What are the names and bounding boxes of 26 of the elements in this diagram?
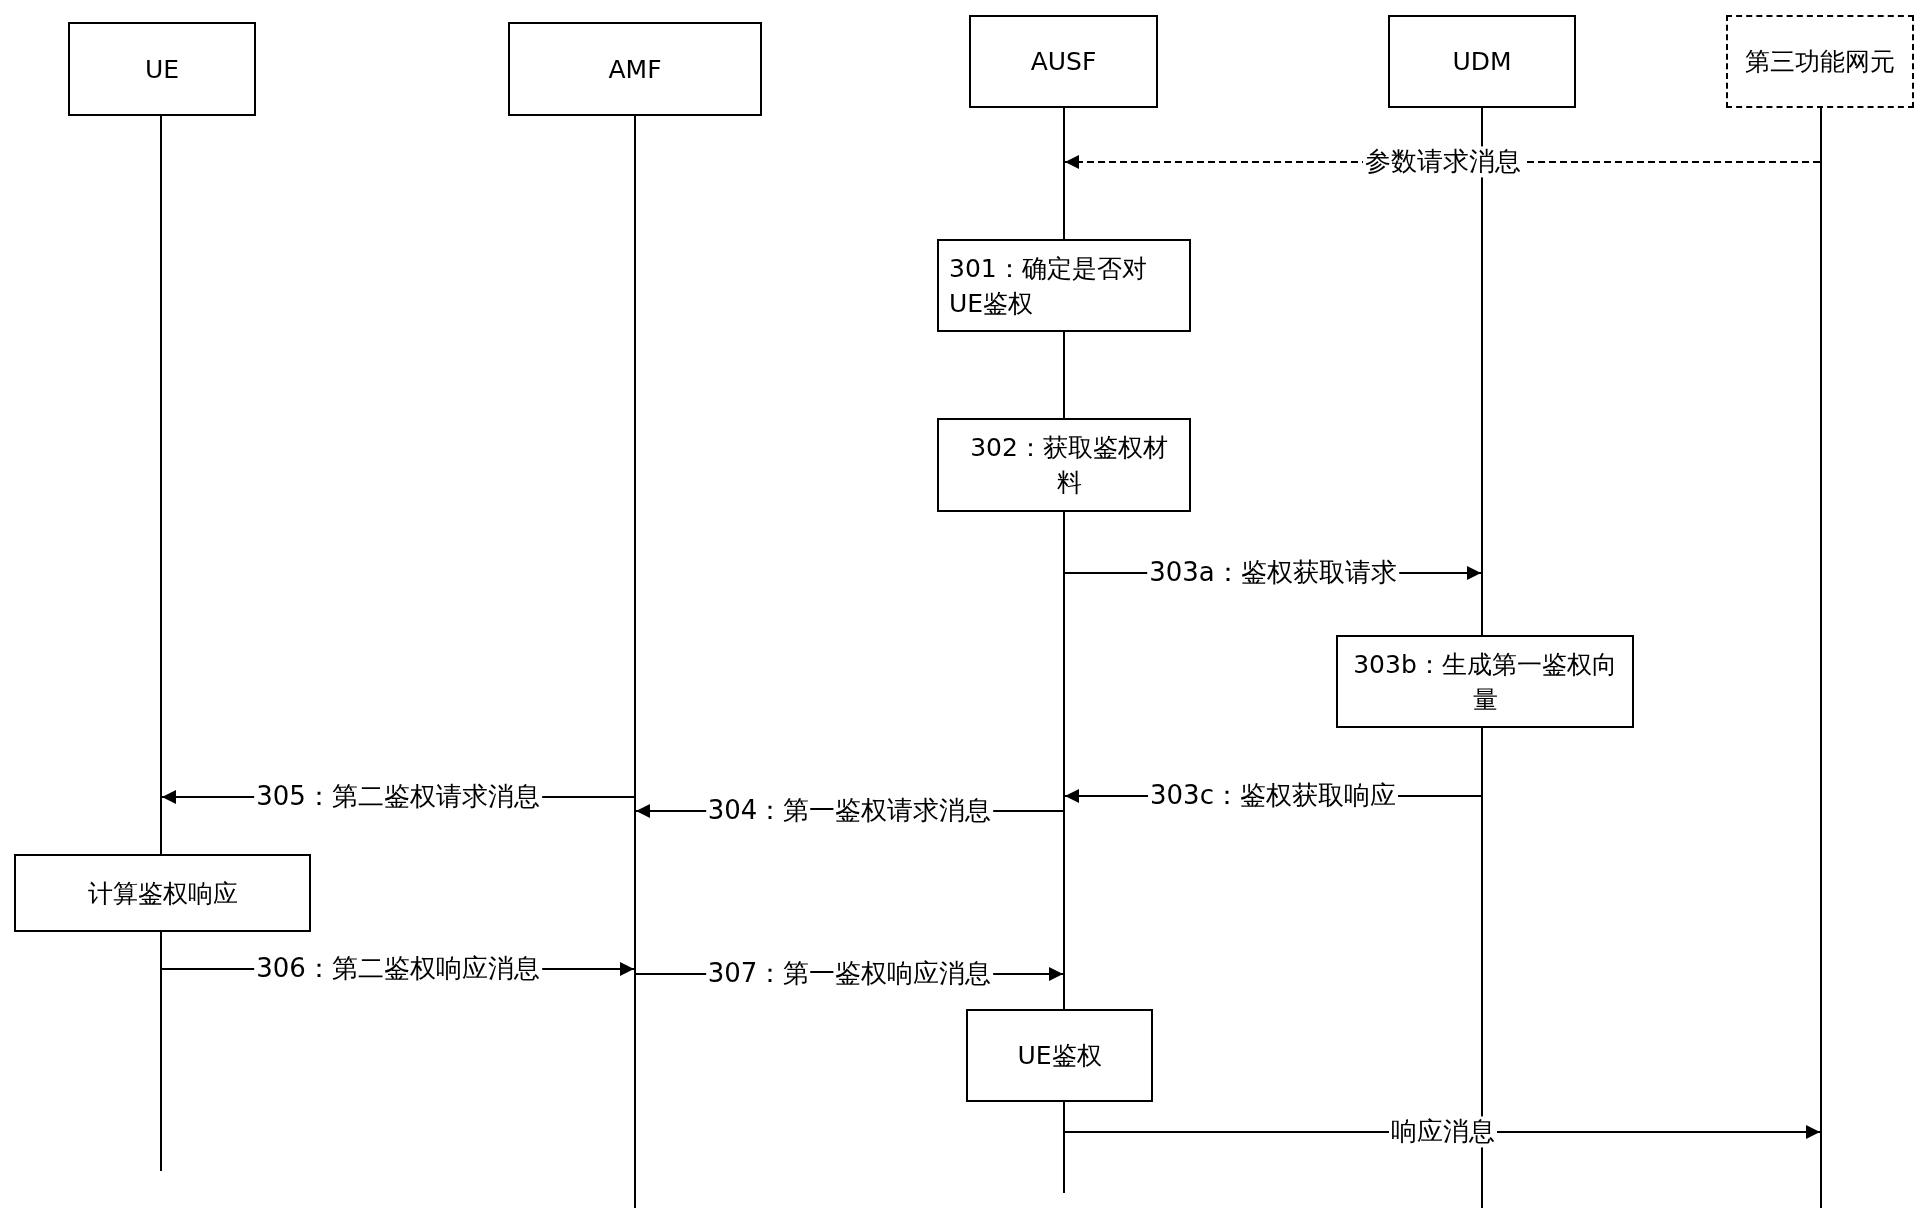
process-box xyxy=(14,854,311,932)
box-label: UDM xyxy=(1452,46,1512,78)
box-label: UE xyxy=(144,53,180,86)
participant-box xyxy=(68,22,256,116)
box-label: 301：确定是否对UE鉴权 xyxy=(949,252,1148,320)
lifeline xyxy=(160,116,162,1171)
box-label: AUSF xyxy=(1030,46,1097,78)
participant-box xyxy=(969,15,1158,108)
box-label: 302：获取鉴权材料 xyxy=(969,432,1169,499)
box-label: 计算鉴权响应 xyxy=(87,877,238,910)
lifeline xyxy=(1820,108,1822,1208)
participant-box xyxy=(508,22,762,116)
edge-label: 响应消息 xyxy=(1388,1116,1497,1148)
box-label: AMF xyxy=(608,53,662,86)
box-label: 303b：生成第一鉴权向量 xyxy=(1352,648,1618,716)
process-box xyxy=(966,1009,1153,1102)
box-label: UE鉴权 xyxy=(1017,1040,1102,1072)
edge-label: 参数请求消息 xyxy=(1362,146,1523,178)
participant-box xyxy=(1726,15,1914,108)
lifeline xyxy=(1481,108,1483,1208)
lifeline xyxy=(634,116,636,1208)
participant-box xyxy=(1388,15,1576,108)
process-box xyxy=(937,418,1191,512)
process-box xyxy=(1336,635,1634,728)
box-label: 第三功能网元 xyxy=(1745,46,1895,78)
process-box xyxy=(937,239,1191,332)
